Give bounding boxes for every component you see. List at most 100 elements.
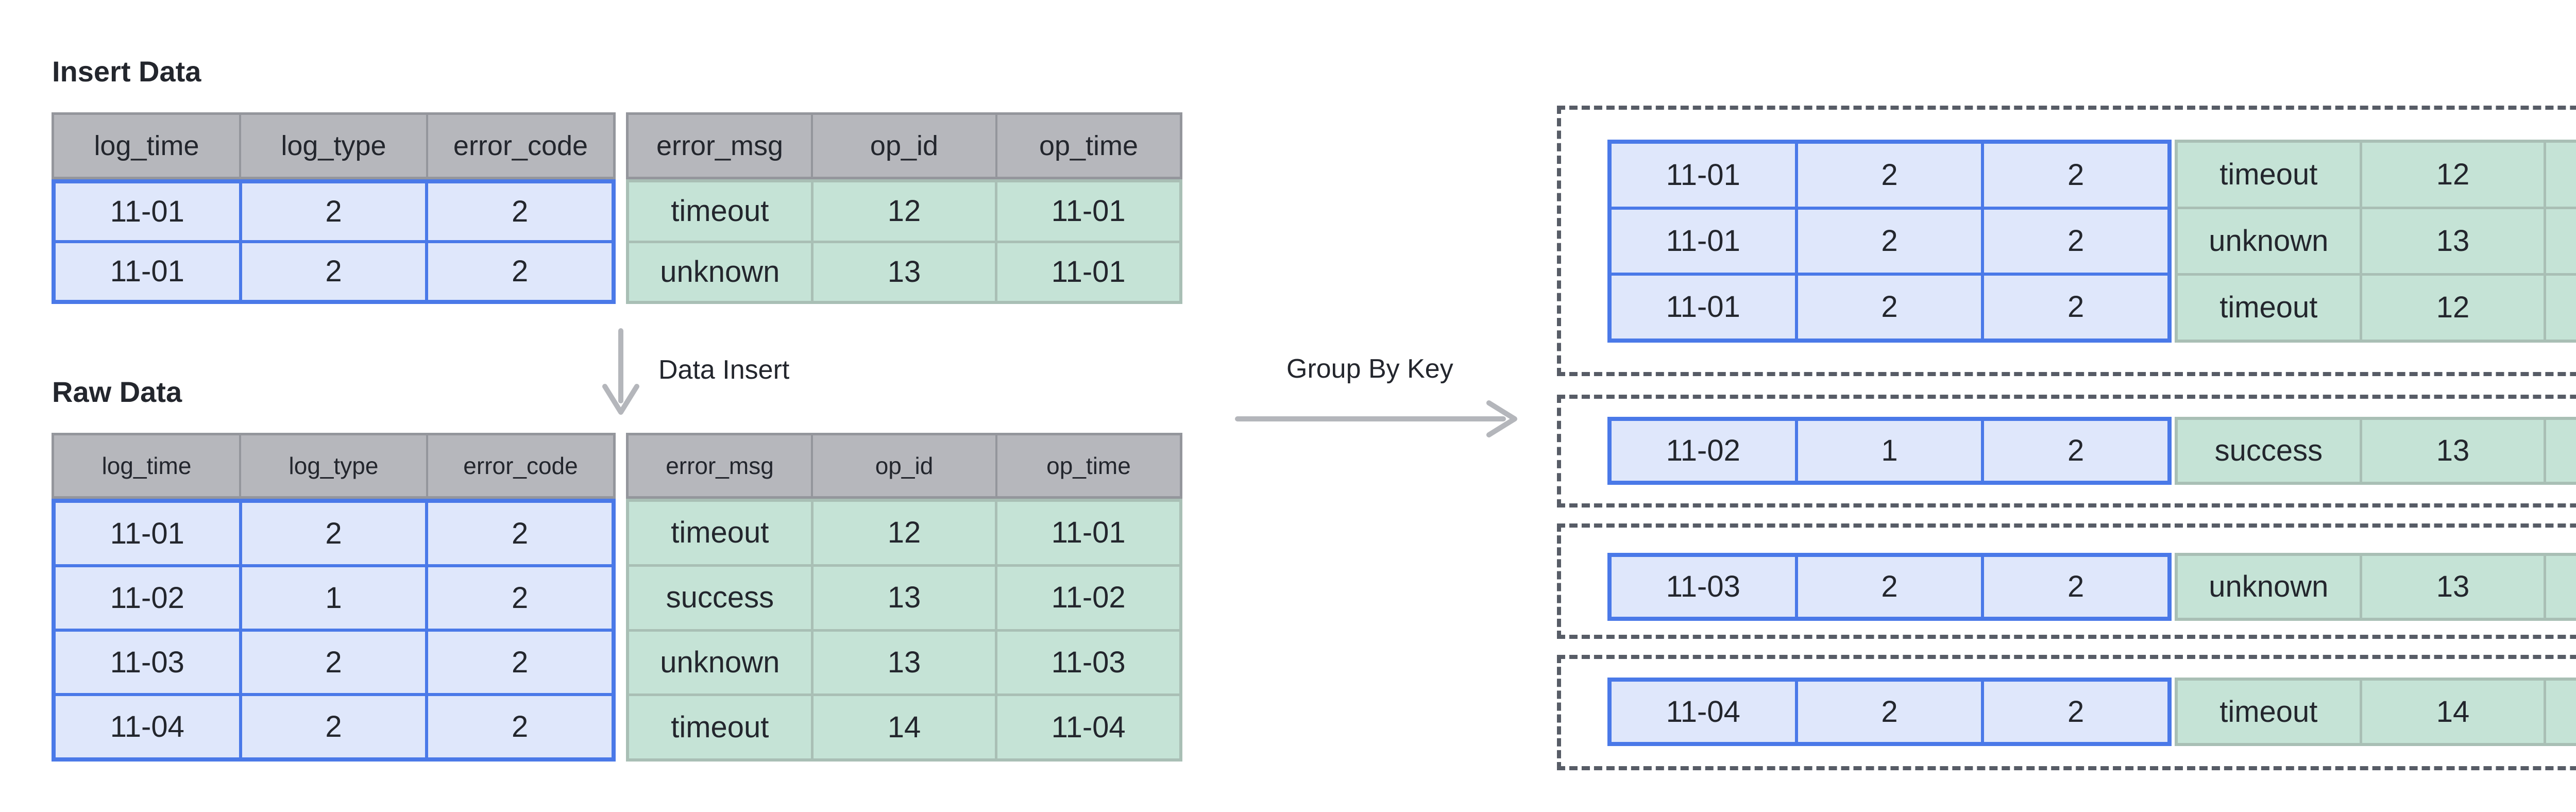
value-cell: unknown xyxy=(629,243,811,301)
key-cell: 2 xyxy=(1984,421,2167,481)
value-cell: 11-01 xyxy=(2546,276,2576,340)
key-cell: 2 xyxy=(1798,682,1981,742)
key-cell: 2 xyxy=(428,632,612,693)
value-cell: 11-02 xyxy=(997,566,1179,629)
key-cell: 11-01 xyxy=(56,243,239,300)
key-cell: 2 xyxy=(242,243,426,300)
header-cell: error_msg xyxy=(629,115,811,177)
key-cell: 2 xyxy=(242,632,426,693)
value-cell: 11-02 xyxy=(2546,420,2576,482)
group-box-3 xyxy=(1557,523,2576,639)
header-cell: op_id xyxy=(813,435,995,496)
value-cell: 13 xyxy=(813,243,995,301)
raw-data-title: Raw Data xyxy=(52,376,182,408)
value-cell: timeout xyxy=(2178,276,2360,340)
header-cell: log_time xyxy=(54,115,239,177)
value-cell: timeout xyxy=(629,696,811,758)
group-box-1 xyxy=(1557,106,2576,376)
key-cell: 11-02 xyxy=(1612,421,1795,481)
key-cell: 2 xyxy=(428,243,612,300)
value-cell: 13 xyxy=(813,566,995,629)
group-by-key-arrow-icon xyxy=(1235,400,1517,437)
value-cell: unknown xyxy=(2178,209,2360,273)
group-box-4 xyxy=(1557,655,2576,770)
header-cell: error_msg xyxy=(629,435,811,496)
key-cell: 2 xyxy=(1984,682,2167,742)
header-cell: log_type xyxy=(241,435,426,496)
value-cell: timeout xyxy=(2178,681,2360,743)
group-1-value-body: timeout1211-01unknown1311-01timeout1211-… xyxy=(2175,140,2576,343)
data-insert-arrow-icon xyxy=(602,328,639,415)
header-cell: error_code xyxy=(428,115,613,177)
header-cell: op_time xyxy=(997,435,1180,496)
value-cell: success xyxy=(2178,420,2360,482)
key-cell: 1 xyxy=(242,567,426,629)
group-by-key-label: Group By Key xyxy=(1286,354,1453,384)
key-cell: 2 xyxy=(242,183,426,240)
key-cell: 11-04 xyxy=(1612,682,1795,742)
value-cell: 13 xyxy=(2362,420,2544,482)
key-cell: 2 xyxy=(1984,144,2167,207)
value-cell: unknown xyxy=(2178,556,2360,618)
value-cell: 11-01 xyxy=(997,182,1179,241)
header-cell: log_time xyxy=(54,435,239,496)
value-cell: 11-04 xyxy=(997,696,1179,758)
value-cell: 13 xyxy=(2362,556,2544,618)
key-cell: 11-01 xyxy=(56,183,239,240)
key-cell: 2 xyxy=(1798,144,1981,207)
value-cell: 12 xyxy=(2362,143,2544,207)
value-cell: 11-01 xyxy=(2546,143,2576,207)
key-cell: 2 xyxy=(1798,276,1981,339)
header-cell: op_id xyxy=(813,115,995,177)
value-cell: timeout xyxy=(2178,143,2360,207)
group-box-2 xyxy=(1557,395,2576,508)
value-cell: 12 xyxy=(813,502,995,564)
key-cell: 2 xyxy=(428,503,612,564)
value-cell: 13 xyxy=(2362,209,2544,273)
insert-data-title: Insert Data xyxy=(52,55,201,88)
header-cell: error_code xyxy=(428,435,613,496)
key-cell: 2 xyxy=(1984,210,2167,273)
key-cell: 2 xyxy=(428,183,612,240)
value-cell: 12 xyxy=(813,182,995,241)
key-cell: 2 xyxy=(428,567,612,629)
value-cell: unknown xyxy=(629,631,811,694)
value-cell: 11-01 xyxy=(2546,209,2576,273)
value-cell: 11-03 xyxy=(2546,556,2576,618)
key-cell: 11-02 xyxy=(56,567,239,629)
value-cell: 14 xyxy=(2362,681,2544,743)
key-cell: 2 xyxy=(1984,276,2167,339)
header-cell: log_type xyxy=(241,115,426,177)
data-insert-label: Data Insert xyxy=(658,355,790,385)
value-cell: success xyxy=(629,566,811,629)
value-cell: 11-03 xyxy=(997,631,1179,694)
value-cell: 14 xyxy=(813,696,995,758)
key-cell: 1 xyxy=(1798,421,1981,481)
key-cell: 11-03 xyxy=(1612,557,1795,617)
key-cell: 2 xyxy=(242,696,426,757)
value-cell: timeout xyxy=(629,182,811,241)
header-cell: op_time xyxy=(997,115,1180,177)
key-cell: 11-01 xyxy=(1612,144,1795,207)
key-cell: 2 xyxy=(428,696,612,757)
key-cell: 2 xyxy=(242,503,426,564)
key-cell: 11-01 xyxy=(1612,210,1795,273)
key-cell: 11-04 xyxy=(56,696,239,757)
key-cell: 2 xyxy=(1984,557,2167,617)
value-cell: 11-01 xyxy=(997,502,1179,564)
